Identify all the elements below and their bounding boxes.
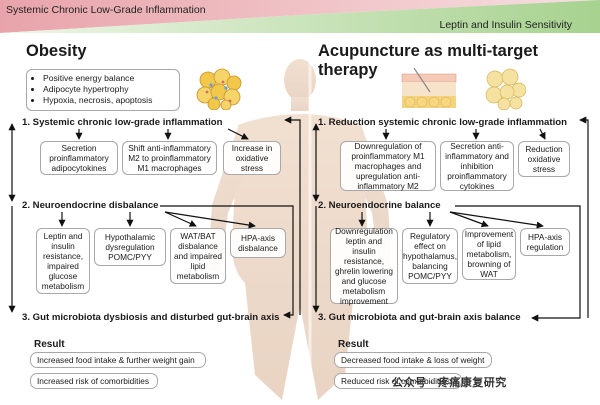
skin-needle-icon [401,68,457,108]
watermark-text: 公众号 · 疼痛康复研究 [392,377,507,389]
left-neuroendocrine-box: Leptin and insulin resistance, impaired … [36,228,90,294]
factor-item: Adipocyte hypertrophy [43,84,173,95]
left-neuroendocrine-box: WAT/BAT disbalance and impaired lipid me… [170,228,226,284]
obesity-title: Obesity [26,42,87,60]
left-step3-heading: 3. Gut microbiota dysbiosis and disturbe… [22,312,280,323]
right-neuroendocrine-box: HPA-axis regulation [520,228,570,256]
right-result-box: Reduced risk of comorbidities [334,373,462,389]
right-result-box: Decreased food intake & loss of weight [334,352,492,368]
right-result-title: Result [338,339,369,350]
right-neuroendocrine-box: Regulatory effect on hypothalamus, balan… [402,228,458,284]
left-step1-heading: 1. Systemic chronic low-grade inflammati… [22,117,223,128]
healthy-adipocyte-icon [485,68,526,110]
adipocyte-cluster-icon [196,68,242,110]
factor-item: Positive energy balance [43,73,173,84]
obesity-factor-list: Positive energy balance Adipocyte hypert… [26,69,180,111]
right-inflammation-box: Reduction oxidative stress [518,141,570,177]
left-result-title: Result [34,339,65,350]
left-neuroendocrine-box: HPA-axis disbalance [230,228,286,258]
gradient-banner [0,0,600,33]
right-step2-heading: 2. Neuroendocrine balance [318,200,441,211]
left-inflammation-box: Increase in oxidative stress [223,141,281,175]
right-step1-heading: 1. Reduction systemic chronic low-grade … [318,117,567,128]
factor-item: Hypoxia, necrosis, apoptosis [43,95,173,106]
right-inflammation-box: Secretion anti-inflammatory and inhibiti… [440,141,514,191]
inflammation-banner-label: Systemic Chronic Low-Grade Inflammation [6,4,206,16]
left-inflammation-box: Secretion proinflammatory adipocytokines [40,141,118,175]
acupuncture-title: Acupuncture as multi-target therapy [318,42,539,79]
left-inflammation-box: Shift anti-inflammatory M2 to proinflamm… [122,141,217,175]
right-inflammation-box: Downregulation of proinflammatory M1 mac… [340,141,436,191]
right-neuroendocrine-box: Downregulation leptin and insulin resist… [330,226,398,306]
left-neuroendocrine-box: Hypothalamic dysregulation POMC/PYY [94,228,166,266]
sensitivity-banner-label: Leptin and Insulin Sensitivity [439,19,573,31]
left-result-box: Increased food intake & further weight g… [30,352,206,368]
left-result-box: Increased risk of comorbidities [30,373,158,389]
right-step3-heading: 3. Gut microbiota and gut-brain axis bal… [318,312,521,323]
right-neuroendocrine-box: Improvement of lipid metabolism, brownin… [462,228,516,280]
left-step2-heading: 2. Neuroendocrine disbalance [22,200,159,211]
